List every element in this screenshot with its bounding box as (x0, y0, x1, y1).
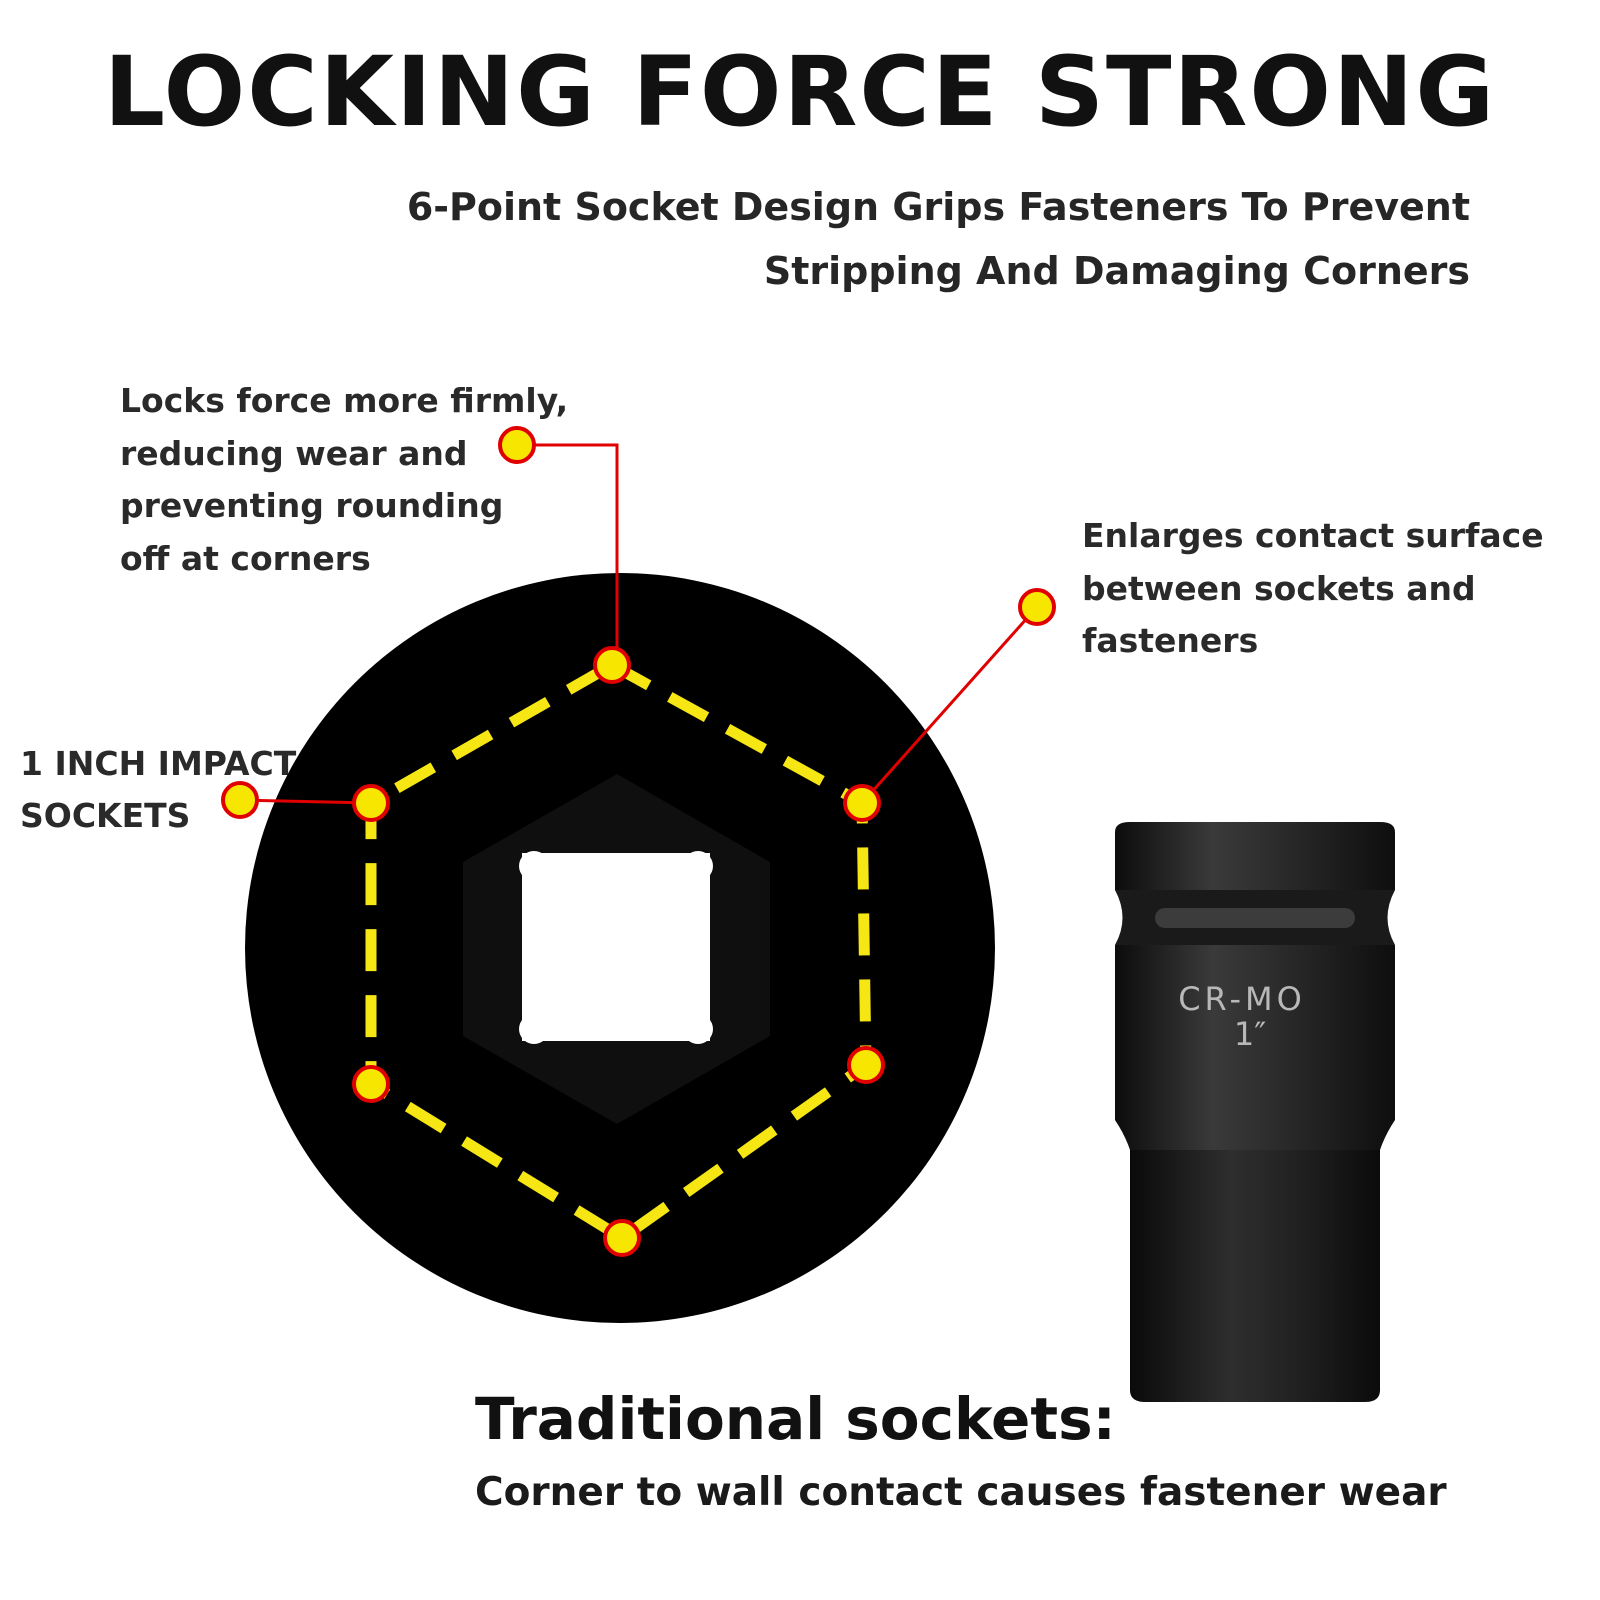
traditional-heading: Traditional sockets: (475, 1385, 1116, 1453)
socket-top-band (1115, 822, 1395, 890)
socket-lower-body (1130, 1150, 1380, 1402)
leader-line-left (239, 798, 372, 805)
marker-hex-upper-right (843, 784, 881, 822)
marker-hex-lower-left (352, 1065, 390, 1103)
callout-impact-sockets: 1 INCH IMPACT SOCKETS (20, 744, 297, 835)
marker-hex-bottom (603, 1219, 641, 1257)
leader-line-top (517, 443, 619, 665)
marker-hex-top (593, 646, 631, 684)
impact-socket-image: CR-MO 1″ (1115, 822, 1395, 1402)
marker-left-leader-end (221, 781, 259, 819)
marker-right-leader-end (1018, 588, 1056, 626)
marker-top-leader-end (498, 426, 536, 464)
square-drive-hole (519, 851, 713, 1044)
leader-line-right (860, 606, 1039, 804)
headline: LOCKING FORCE STRONG (103, 36, 1497, 148)
callout-contact-surface: Enlarges contact surface between sockets… (1082, 516, 1544, 660)
socket-material-text: CR-MO (1178, 980, 1306, 1018)
traditional-description: Corner to wall contact causes fastener w… (475, 1470, 1447, 1515)
subtitle: 6-Point Socket Design Grips Fasteners To… (406, 185, 1470, 293)
socket-main-body (1115, 945, 1395, 1150)
marker-hex-upper-left (352, 784, 390, 822)
socket-size-text: 1″ (1234, 1015, 1266, 1053)
marker-hex-lower-right (847, 1046, 885, 1084)
marker-dots (221, 426, 1056, 1257)
callout-locks-force: Locks force more firmly, reducing wear a… (120, 381, 569, 578)
